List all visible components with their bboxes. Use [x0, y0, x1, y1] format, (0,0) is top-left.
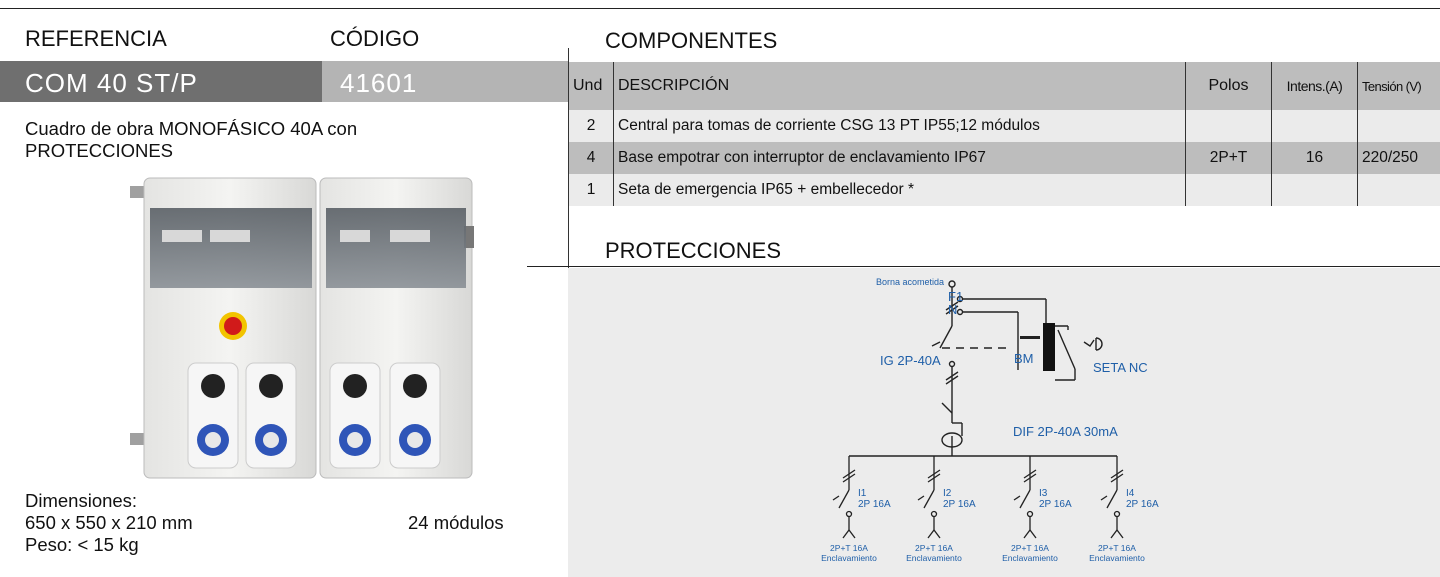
dimensions-value: 650 x 550 x 210 mm — [25, 512, 193, 533]
row-description: Central para tomas de corriente CSG 13 P… — [613, 110, 1186, 142]
product-code: 41601 — [340, 68, 418, 98]
branch-rating: 2P 16A — [858, 499, 891, 510]
outlet-label: 2P+T 16A — [1011, 543, 1049, 553]
product-photo — [130, 177, 474, 479]
reference-bar-dark — [0, 61, 322, 102]
branch-rating: 2P 16A — [1126, 499, 1159, 510]
branch-rating: 2P 16A — [1039, 499, 1072, 510]
description-line-1: Cuadro de obra MONOFÁSICO 40A con — [25, 118, 358, 139]
referencia-label: REFERENCIA — [25, 26, 167, 51]
outlet-label: 2P+T 16A — [1098, 543, 1136, 553]
description-line-2: PROTECCIONES — [25, 140, 174, 161]
header-intensidad: Intens.(A) — [1271, 62, 1358, 110]
dimensions-label: Dimensiones: — [25, 490, 138, 511]
row-und: 1 — [568, 174, 614, 206]
seta-label: SETA NC — [1093, 360, 1148, 375]
table-header-row: Und DESCRIPCIÓN Polos Intens.(A) Tensión… — [568, 62, 1440, 110]
header-descripcion: DESCRIPCIÓN — [613, 62, 1186, 110]
outlet-label: 2P+T 16A — [830, 543, 868, 553]
protections-title: PROTECCIONES — [605, 238, 782, 263]
product-description: Cuadro de obra MONOFÁSICO 40A con PROTEC… — [25, 118, 545, 162]
outlet-sub: Enclavamiento — [906, 553, 962, 563]
table-row: 2 Central para tomas de corriente CSG 13… — [568, 110, 1440, 142]
row-intens: 16 — [1271, 142, 1358, 174]
row-description: Base empotrar con interruptor de enclava… — [613, 142, 1186, 174]
table-row: 4 Base empotrar con interruptor de encla… — [568, 142, 1440, 174]
branch-id: I4 — [1126, 488, 1135, 499]
bm-label: BM — [1014, 351, 1034, 366]
components-table: Und DESCRIPCIÓN Polos Intens.(A) Tensión… — [568, 62, 1440, 206]
branch-id: I2 — [943, 488, 952, 499]
codigo-label: CÓDIGO — [330, 26, 420, 51]
branch-id: I3 — [1039, 488, 1048, 499]
outlet-sub: Enclavamiento — [1002, 553, 1058, 563]
branch-id: I1 — [858, 488, 867, 499]
row-intens — [1271, 110, 1358, 142]
row-polos — [1185, 174, 1272, 206]
header-und: Und — [568, 62, 614, 110]
row-und: 4 — [568, 142, 614, 174]
row-tension — [1357, 174, 1440, 206]
branch-rating: 2P 16A — [943, 499, 976, 510]
table-row: 1 Seta de emergencia IP65 + embellecedor… — [568, 174, 1440, 206]
protection-diagram: Borna acometida F1 N IG 2P-40A BM SETA N… — [821, 277, 1159, 563]
row-intens — [1271, 174, 1358, 206]
row-tension: 220/250 — [1357, 142, 1440, 174]
top-rule — [0, 8, 1440, 9]
row-und: 2 — [568, 110, 614, 142]
outlet-label: 2P+T 16A — [915, 543, 953, 553]
borna-label: Borna acometida — [876, 277, 944, 287]
f1-label: F1 — [948, 289, 963, 304]
n-label: N — [948, 302, 957, 317]
diagram-background — [568, 268, 1440, 577]
header-polos: Polos — [1185, 62, 1272, 110]
row-description: Seta de emergencia IP65 + embellecedor * — [613, 174, 1186, 206]
section-rule — [527, 266, 1440, 267]
row-polos: 2P+T — [1185, 142, 1272, 174]
modules-count: 24 módulos — [408, 512, 504, 533]
reference-code: COM 40 ST/P — [25, 68, 198, 98]
dimensions: Dimensiones: 650 x 550 x 210 mm Peso: < … — [25, 490, 193, 556]
components-title: COMPONENTES — [605, 28, 778, 53]
dif-label: DIF 2P-40A 30mA — [1013, 424, 1118, 439]
row-tension — [1357, 110, 1440, 142]
outlet-sub: Enclavamiento — [821, 553, 877, 563]
outlet-sub: Enclavamiento — [1089, 553, 1145, 563]
header-tension: Tensión (V) — [1357, 62, 1440, 110]
row-polos — [1185, 110, 1272, 142]
ig-label: IG 2P-40A — [880, 353, 941, 368]
weight: Peso: < 15 kg — [25, 534, 139, 555]
